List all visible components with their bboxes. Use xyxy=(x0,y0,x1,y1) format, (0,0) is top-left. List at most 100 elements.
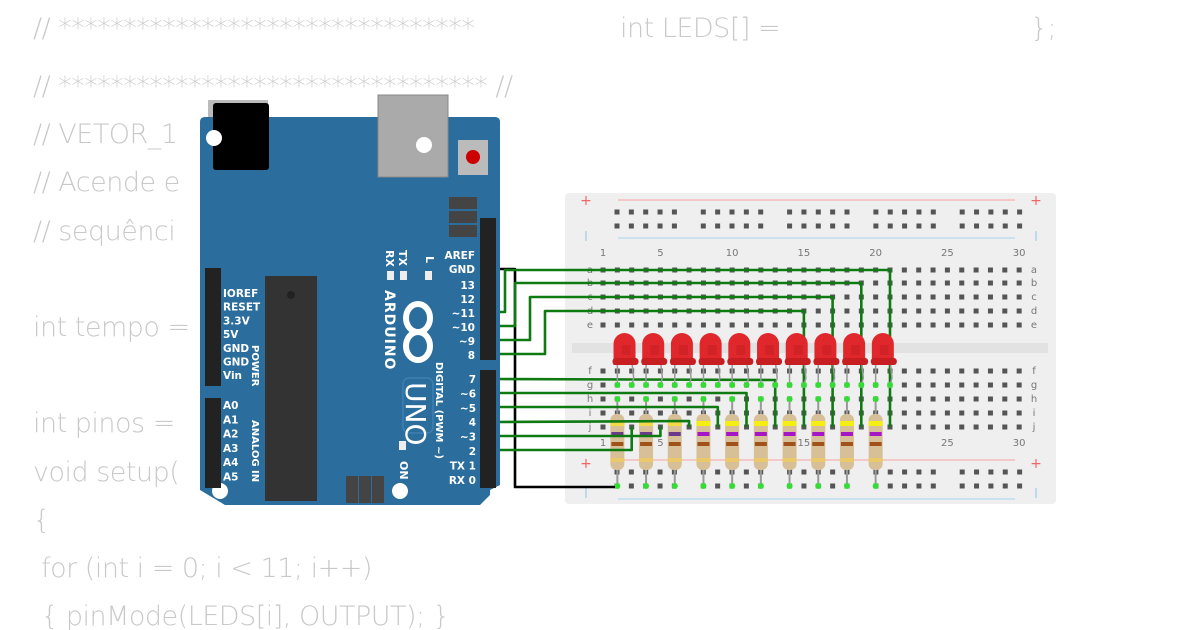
hole xyxy=(1016,410,1022,416)
rail-hole xyxy=(801,469,807,475)
connected-hole xyxy=(614,396,621,402)
rail-hole xyxy=(844,209,850,215)
led xyxy=(612,333,639,388)
hole xyxy=(901,267,907,273)
code-line: { xyxy=(33,504,50,536)
row-letter: j xyxy=(1032,422,1036,433)
rail-hole xyxy=(887,469,893,475)
hole xyxy=(1016,267,1022,273)
rail-hole xyxy=(1002,483,1008,489)
rail-hole xyxy=(1017,483,1023,489)
band xyxy=(812,442,825,446)
connected-hole xyxy=(829,382,836,388)
connected-hole xyxy=(843,483,850,489)
resistor xyxy=(696,396,711,489)
hole xyxy=(973,368,979,374)
hole xyxy=(959,368,965,374)
hole xyxy=(916,410,922,416)
hole xyxy=(873,308,879,314)
chip-notch xyxy=(287,291,295,299)
connected-hole xyxy=(757,483,764,489)
rail-hole xyxy=(873,209,879,215)
connected-hole xyxy=(700,483,707,489)
row-letter: h xyxy=(1031,394,1037,405)
rail-hole xyxy=(916,223,922,229)
band xyxy=(610,458,625,462)
connected-hole xyxy=(643,382,650,388)
uno-label: UNO xyxy=(399,382,432,445)
connected-hole xyxy=(700,396,707,402)
connected-hole xyxy=(800,382,807,388)
connected-hole xyxy=(628,382,635,388)
analog-pin-label: A0 xyxy=(223,400,238,412)
hole xyxy=(657,396,663,402)
connected-hole xyxy=(843,396,850,402)
connected-hole xyxy=(729,483,736,489)
code-line: int tempo = xyxy=(33,312,190,343)
rail-hole xyxy=(959,223,965,229)
hole xyxy=(1002,308,1008,314)
column-number: 5 xyxy=(657,248,663,259)
analog-pin-label: A2 xyxy=(223,429,238,441)
signal-wire xyxy=(490,427,634,452)
rail-hole xyxy=(916,483,922,489)
rail-hole xyxy=(902,483,908,489)
hole xyxy=(930,396,936,402)
band xyxy=(696,421,711,426)
band xyxy=(754,442,767,446)
hole xyxy=(959,308,965,314)
resistor xyxy=(811,396,826,489)
band xyxy=(668,442,681,446)
led-rim xyxy=(641,358,668,365)
hole xyxy=(744,368,749,374)
rail-hole xyxy=(715,209,721,215)
rail-hole xyxy=(902,469,908,475)
hole xyxy=(1002,267,1008,273)
digital-pin-label: ~11 xyxy=(452,308,475,320)
rail-hole xyxy=(700,223,706,229)
hole xyxy=(916,396,922,402)
hole xyxy=(600,410,606,416)
band xyxy=(725,458,740,462)
led xyxy=(813,333,840,388)
analog-pin-label: A1 xyxy=(223,414,238,426)
uno-frame xyxy=(402,377,434,434)
rail-hole xyxy=(743,209,749,215)
hole xyxy=(901,308,907,314)
band xyxy=(610,421,625,426)
rail-hole xyxy=(887,223,893,229)
rail-hole xyxy=(715,483,721,489)
rail-hole xyxy=(930,483,936,489)
led xyxy=(842,333,869,388)
analog-pin-label: A4 xyxy=(223,457,238,469)
connected-hole xyxy=(843,382,850,388)
led xyxy=(727,333,754,388)
rail-plus-label: + xyxy=(580,456,592,472)
rail-hole xyxy=(715,223,721,229)
hole xyxy=(944,267,950,273)
icsp-pin xyxy=(346,476,358,503)
hole xyxy=(901,410,907,416)
hole xyxy=(1016,396,1022,402)
band xyxy=(839,458,854,462)
power-pin-label: RESET xyxy=(223,302,261,314)
hole xyxy=(973,308,979,314)
rail-hole xyxy=(916,469,922,475)
row-letter: a xyxy=(1031,265,1037,276)
hole xyxy=(930,410,936,416)
hole xyxy=(944,396,950,402)
hole xyxy=(930,267,936,273)
rail-hole xyxy=(657,483,663,489)
arduino-brand: ARDUINO xyxy=(381,290,397,370)
analog-header xyxy=(205,398,221,488)
row-letter: g xyxy=(587,380,593,391)
power-header xyxy=(205,268,221,386)
rail-hole xyxy=(830,223,836,229)
row-letter: i xyxy=(589,408,592,419)
rail-hole xyxy=(902,223,908,229)
resistor xyxy=(725,396,740,489)
reset-button-cap xyxy=(466,150,480,164)
rail-hole xyxy=(815,223,821,229)
